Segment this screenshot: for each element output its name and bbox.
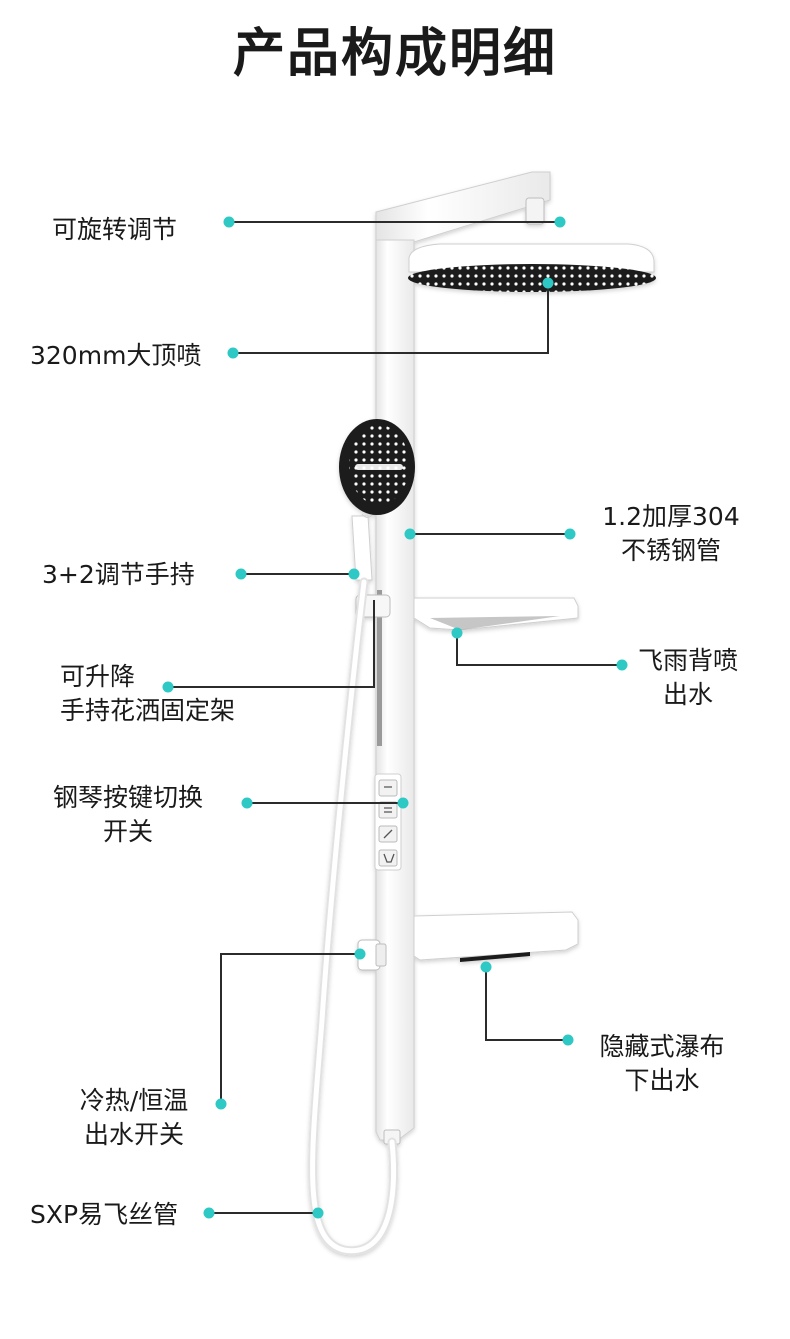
leader-waterfall	[485, 967, 568, 1041]
dot-hose-b	[312, 1207, 324, 1219]
dot-back-spray-b	[616, 659, 628, 671]
dot-back-spray-a	[451, 627, 463, 639]
page-title: 产品构成明细	[232, 24, 557, 84]
label-rotatable: 可旋转调节	[52, 215, 178, 244]
accent-dots	[162, 216, 628, 1219]
dot-holder	[162, 681, 174, 693]
top-spray	[408, 243, 656, 292]
label-waterfall: 隐藏式瀑布 下出水	[599, 1032, 725, 1095]
dot-hose-a	[203, 1207, 215, 1219]
leader-lines	[168, 221, 622, 1214]
dot-rotatable-a	[223, 216, 235, 228]
waterfall-shelf	[413, 911, 579, 961]
dot-waterfall-a	[480, 961, 492, 973]
piano-keys-panel	[374, 773, 402, 871]
label-thermo-switch: 冷热/恒温 出水开关	[79, 1086, 189, 1149]
leader-holder	[168, 600, 375, 688]
dot-thermo-b	[354, 948, 366, 960]
label-piano-keys: 钢琴按键切换 开关	[52, 783, 203, 846]
dot-top-spray-a	[227, 347, 239, 359]
label-back-spray: 飞雨背喷 出水	[637, 646, 738, 709]
leader-top-spray	[233, 283, 549, 354]
top-arm	[375, 171, 551, 243]
dot-steel-pipe-b	[564, 528, 576, 540]
dot-steel-pipe-a	[404, 528, 416, 540]
dot-rotatable-b	[554, 216, 566, 228]
dot-top-spray-b	[542, 277, 554, 289]
back-spray-shelf	[413, 597, 579, 631]
slide-rail	[377, 590, 382, 746]
shower-column	[308, 171, 656, 1256]
label-top-spray: 320mm大顶喷	[30, 341, 202, 370]
label-holder: 可升降 手持花洒固定架	[60, 662, 236, 725]
dot-thermo-a	[215, 1098, 227, 1110]
leader-thermo	[220, 953, 360, 1104]
dot-piano-b	[397, 797, 409, 809]
dot-handheld-b	[348, 568, 360, 580]
leader-back-spray	[456, 633, 622, 666]
dot-piano-a	[241, 797, 253, 809]
handheld-shower	[339, 419, 415, 581]
dot-waterfall-b	[562, 1034, 574, 1046]
label-hose: SXP易飞丝管	[30, 1200, 179, 1229]
dot-handheld-a	[235, 568, 247, 580]
label-handheld: 3+2调节手持	[42, 560, 195, 589]
label-steel-pipe: 1.2加厚304 不锈钢管	[602, 502, 740, 565]
swivel-joint	[525, 197, 545, 225]
